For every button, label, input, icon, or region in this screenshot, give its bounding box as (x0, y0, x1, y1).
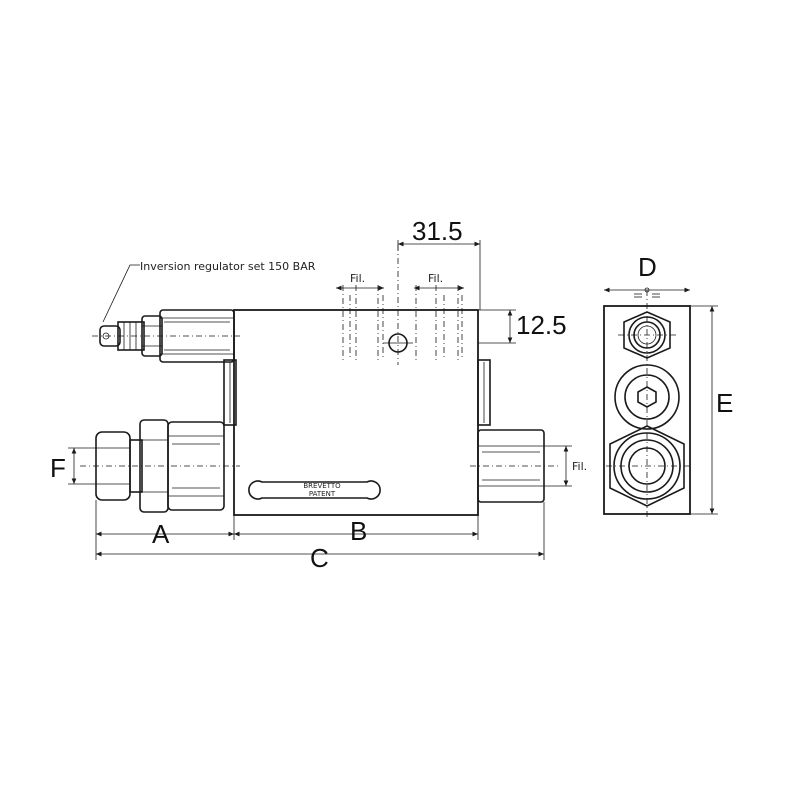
dim-d: D (638, 252, 657, 282)
fil-label-side: Fil. (572, 460, 587, 473)
lower-left-fitting (80, 419, 240, 513)
valve-block (233, 309, 479, 516)
dim-b: B (350, 516, 367, 546)
left-side-boss (223, 359, 237, 426)
front-view: BREVETTO PATENT Fil. Fil. 31.5 12 (50, 216, 587, 573)
fil-label-left: Fil. (350, 272, 365, 285)
dim-e: E (716, 388, 733, 418)
nameplate: BREVETTO PATENT (248, 480, 381, 500)
side-view: D E (603, 252, 733, 520)
nameplate-line1: BREVETTO (303, 482, 341, 490)
dim-c: C (310, 543, 329, 573)
nameplate-line2: PATENT (309, 490, 336, 498)
fil-label-right: Fil. (428, 272, 443, 285)
dim-f: F (50, 453, 66, 483)
regulator-fitting (92, 309, 240, 363)
dim-a: A (152, 519, 170, 549)
callout-label: Inversion regulator set 150 BAR (140, 260, 316, 273)
dim-31-5: 31.5 (412, 216, 463, 246)
right-side-boss (477, 359, 491, 426)
dim-12-5: 12.5 (516, 310, 567, 340)
right-fitting (470, 429, 560, 503)
